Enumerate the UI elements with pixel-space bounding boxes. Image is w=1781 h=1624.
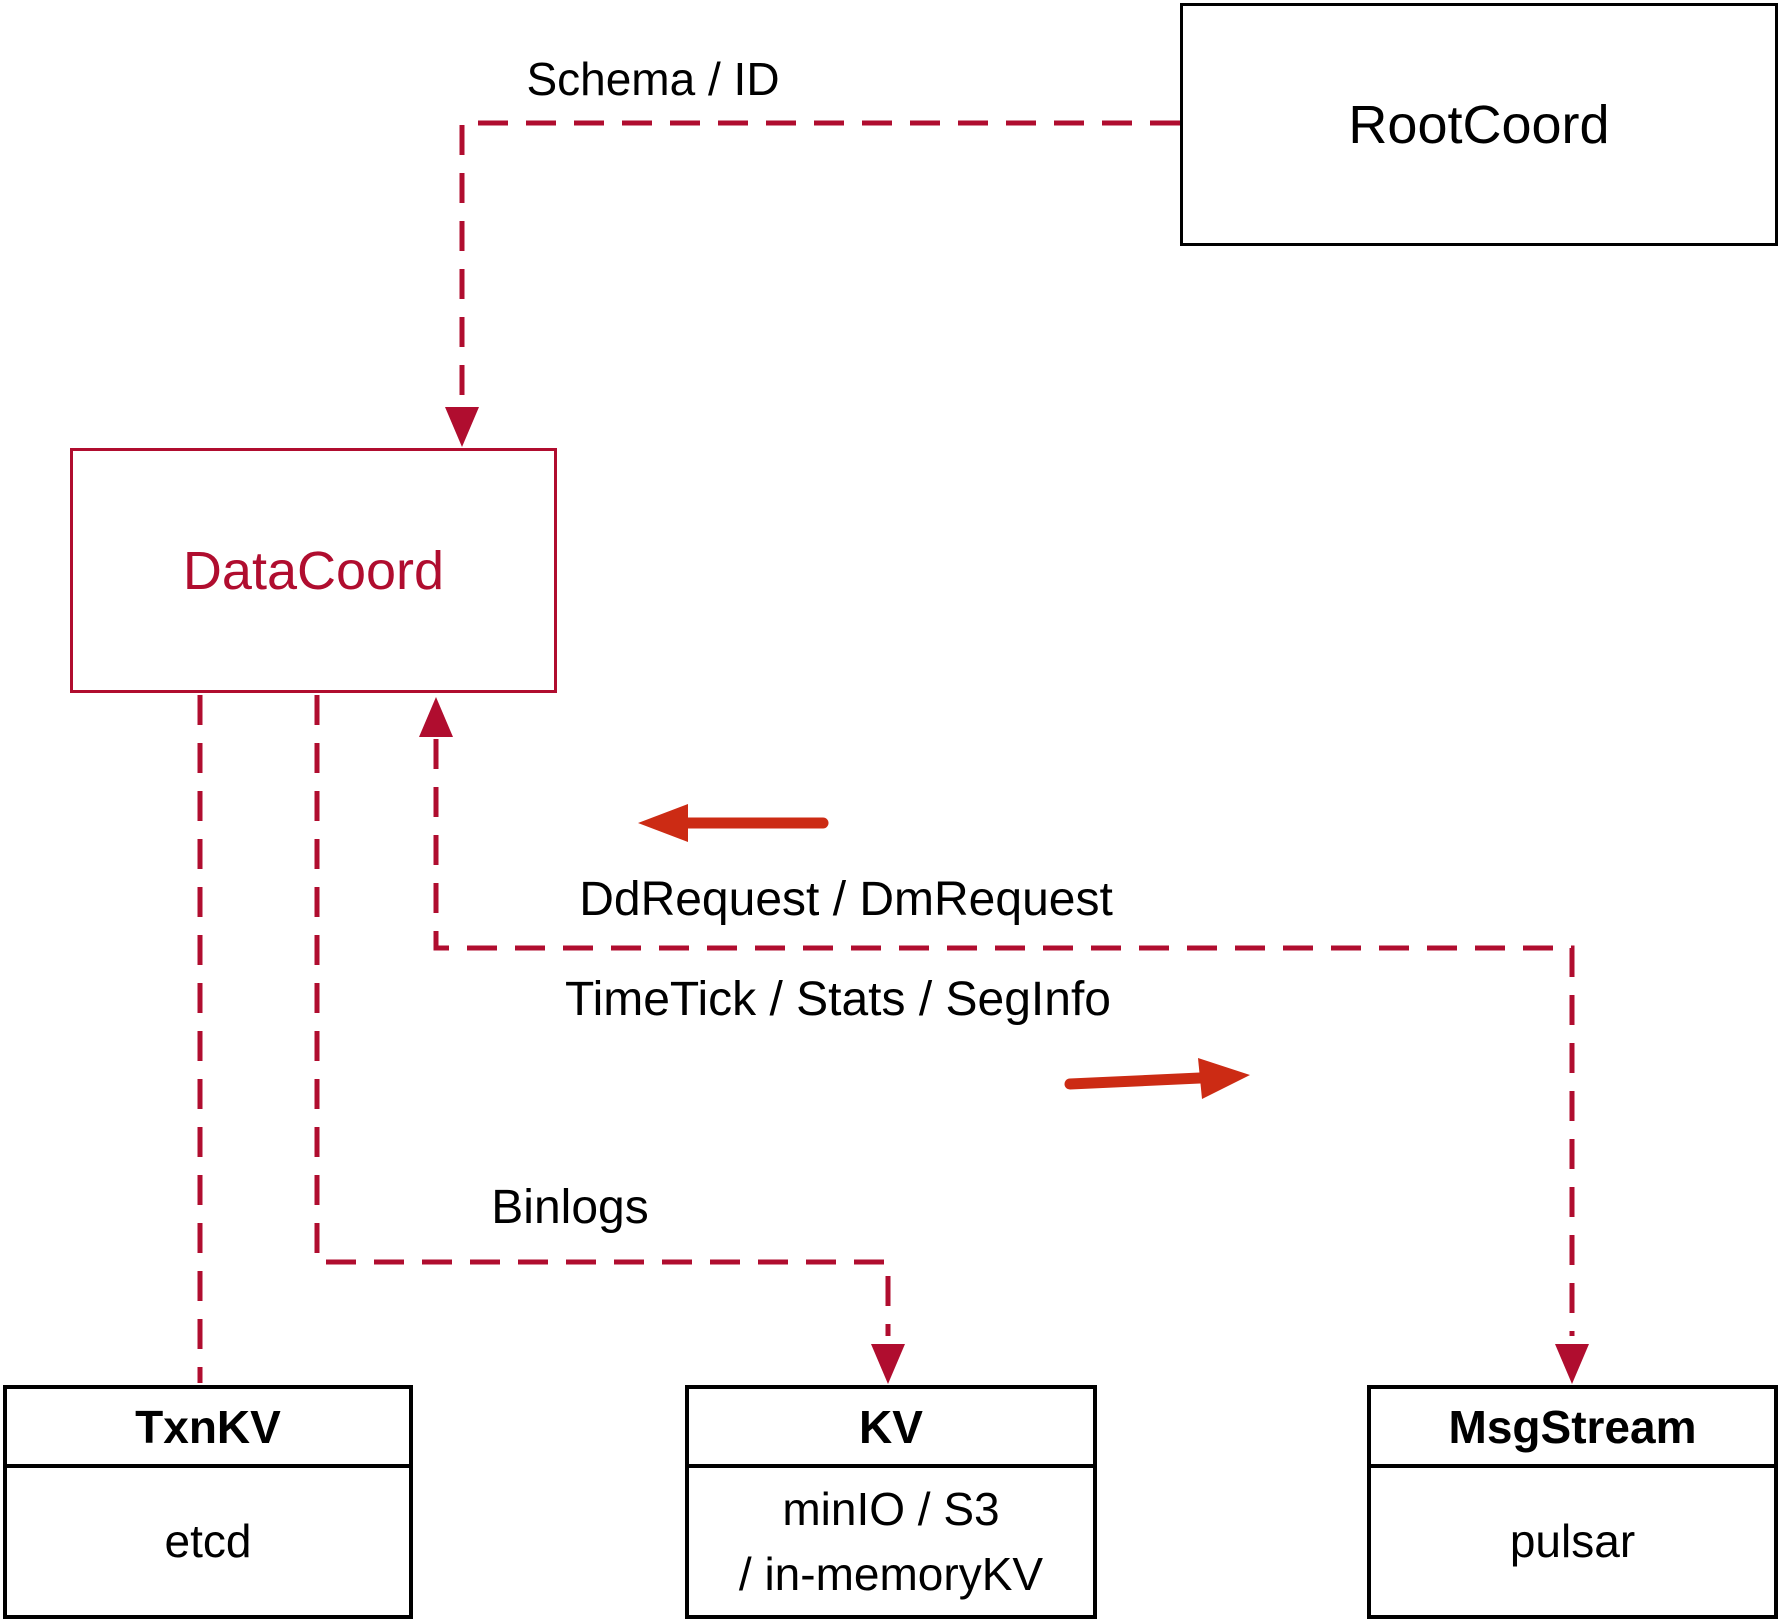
label-schema-id: Schema / ID (526, 53, 780, 105)
kv-body: minIO / S3 / in-memoryKV (689, 1468, 1093, 1615)
label-binlogs: Binlogs (491, 1181, 649, 1234)
txnkv-header: TxnKV (7, 1389, 409, 1468)
msgstream-node: MsgStream pulsar (1367, 1385, 1778, 1619)
txnkv-node: TxnKV etcd (3, 1385, 413, 1619)
txnkv-body: etcd (7, 1468, 409, 1615)
msgstream-header: MsgStream (1371, 1389, 1774, 1468)
arrowhead-into-msgstream-top-icon (1555, 1344, 1589, 1384)
label-ddrequest-dmrequest: DdRequest / DmRequest (579, 873, 1113, 926)
kv-body-line1: minIO / S3 (782, 1483, 1000, 1536)
datacoord-label: DataCoord (182, 540, 445, 601)
binlogs-connector (314, 695, 891, 1336)
arrowhead-into-datacoord-bottom-icon (419, 697, 453, 737)
schema-id-connector (459, 120, 1180, 402)
kv-node: KV minIO / S3 / in-memoryKV (685, 1385, 1097, 1619)
label-timetick-stats-seginfo: TimeTick / Stats / SegInfo (565, 973, 1111, 1026)
left-direction-arrow-icon (638, 804, 688, 842)
arrowhead-into-datacoord-top-icon (445, 407, 479, 447)
right-direction-arrow-icon (1198, 1058, 1250, 1099)
kv-header: KV (689, 1389, 1093, 1468)
rootcoord-node: RootCoord (1180, 3, 1778, 246)
msgstream-body: pulsar (1371, 1468, 1774, 1615)
kv-body-line2: / in-memoryKV (738, 1547, 1044, 1600)
txnkv-body-text: etcd (164, 1515, 252, 1568)
msgstream-body-text: pulsar (1509, 1515, 1636, 1568)
msgstream-datacoord-connector (433, 739, 1575, 1336)
rootcoord-label: RootCoord (1348, 94, 1610, 155)
datacoord-node: DataCoord (70, 448, 557, 693)
right-direction-arrow-shaft (1064, 1072, 1206, 1090)
arrowhead-into-kv-top-icon (871, 1344, 905, 1384)
